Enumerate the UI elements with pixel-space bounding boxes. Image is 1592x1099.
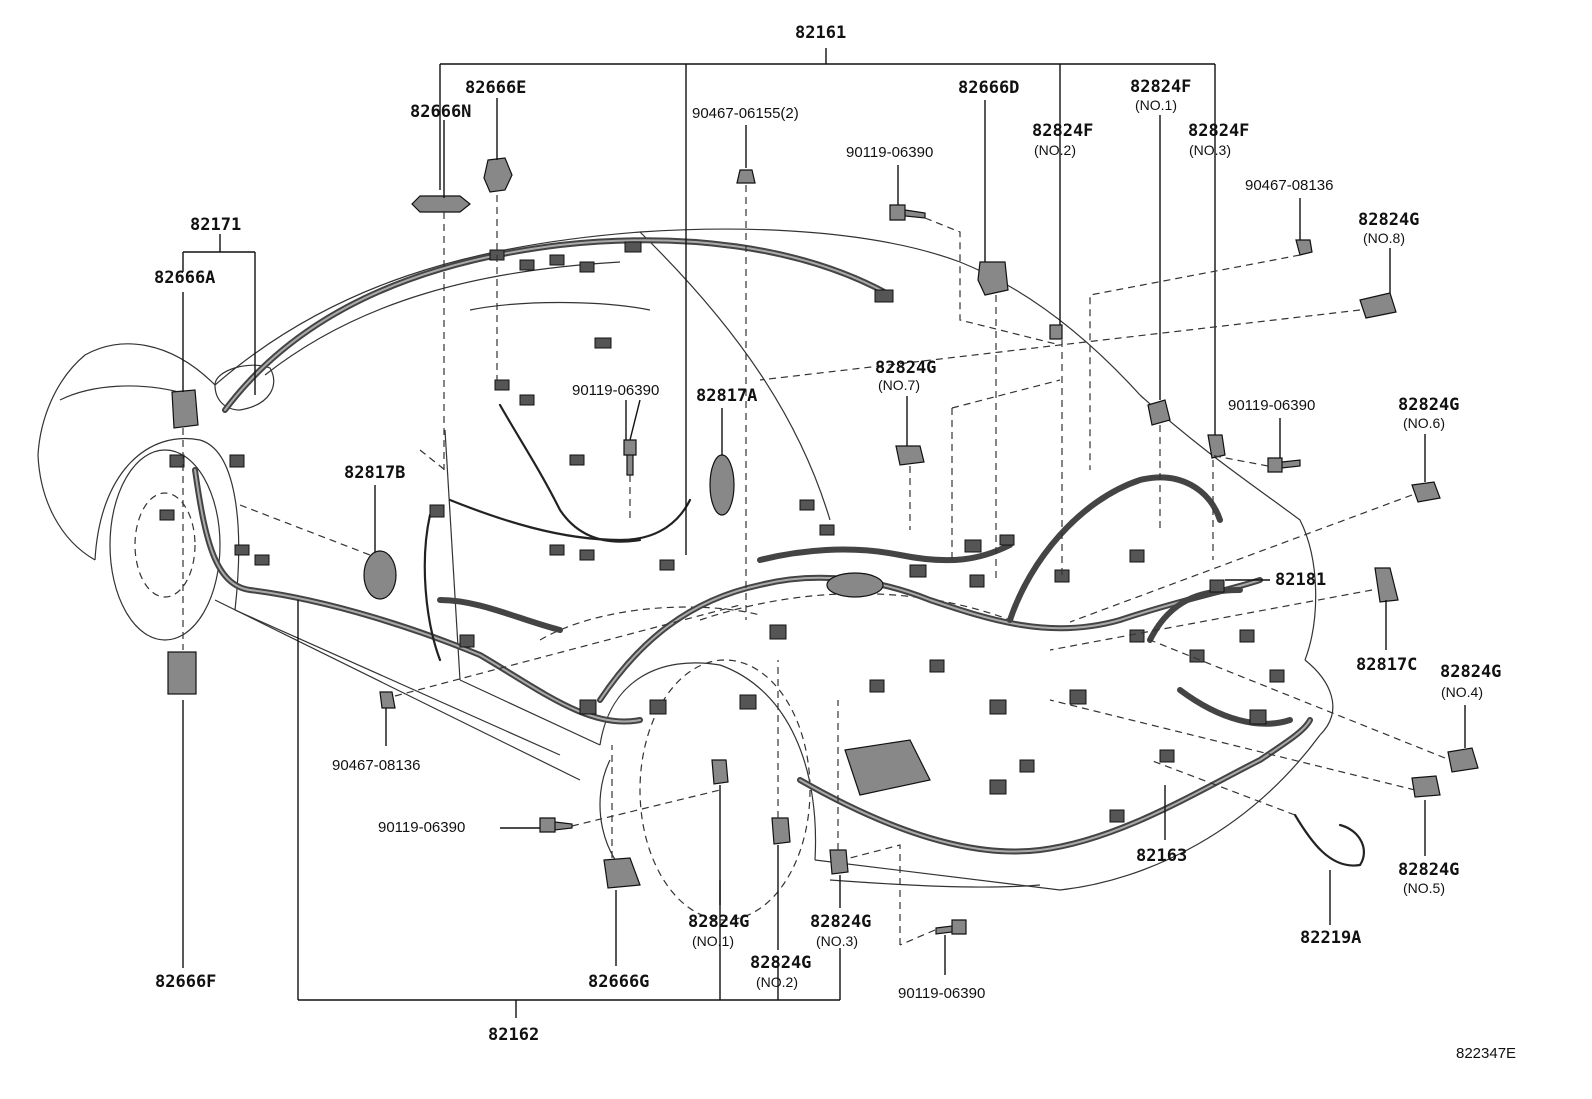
clamp-82824F-no3 — [1207, 434, 1226, 459]
label-82824G-no2-sub: (NO.2) — [756, 974, 798, 990]
clamp-82824F-no1 — [1147, 399, 1171, 426]
clip-82817C — [1374, 567, 1399, 603]
label-90467-06155: 90467-06155(2) — [692, 105, 799, 122]
harness-center — [597, 542, 1263, 703]
part-labels: 82161 82666E 82666N 90467-06155(2) 82666… — [154, 23, 1516, 1062]
connectors-cluster — [159, 241, 1285, 823]
figure-reference: 822347E — [1456, 1045, 1516, 1062]
label-90119-06390-mid: 90119-06390 — [572, 382, 659, 399]
relay-block-82666N — [411, 195, 471, 213]
bolt-top — [889, 204, 926, 221]
harness-trunk — [1007, 474, 1293, 727]
harness-floor-left — [192, 467, 643, 725]
relay-82666A — [171, 389, 199, 429]
ecu-box — [844, 739, 931, 796]
label-82824G-no8-sub: (NO.8) — [1363, 230, 1405, 246]
clamp-82824G-no1 — [711, 759, 729, 785]
clamp-82824G-no3 — [829, 849, 849, 875]
clamp-82824G-no8 — [1359, 292, 1397, 319]
car-body-outline — [37, 228, 1334, 921]
label-82824G-no4-sub: (NO.4) — [1441, 684, 1483, 700]
harness-82219A — [1293, 813, 1366, 867]
label-90119-06390-bottom: 90119-06390 — [898, 985, 985, 1002]
label-82824G-no1-sub: (NO.1) — [692, 933, 734, 949]
parts — [167, 157, 1479, 935]
label-82824G-no1: 82824G — [688, 912, 749, 932]
label-82824G-no2: 82824G — [750, 953, 811, 973]
label-82824F-no1: 82824F — [1130, 77, 1191, 97]
label-82824G-no8: 82824G — [1358, 210, 1419, 230]
label-82817C: 82817C — [1356, 655, 1417, 675]
label-82824G-no3: 82824G — [810, 912, 871, 932]
label-82824G-no5: 82824G — [1398, 860, 1459, 880]
label-82824G-no6: 82824G — [1398, 395, 1459, 415]
label-90119-06390-top: 90119-06390 — [846, 144, 933, 161]
label-82219A: 82219A — [1300, 928, 1361, 948]
label-90467-08136-left: 90467-08136 — [332, 757, 420, 774]
bracket-82666G — [603, 857, 641, 889]
label-82824G-no6-sub: (NO.6) — [1403, 415, 1445, 431]
label-82163: 82163 — [1136, 846, 1187, 866]
bolt-mid — [623, 439, 637, 476]
clamp-82824G-no7 — [895, 445, 925, 466]
label-82824F-no1-sub: (NO.1) — [1135, 97, 1177, 113]
relay-82666F — [167, 651, 197, 695]
bracket-82666D — [977, 261, 1009, 296]
bolt-bottom — [935, 919, 967, 935]
label-82162: 82162 — [488, 1025, 539, 1045]
label-82824G-no7-sub: (NO.7) — [878, 377, 920, 393]
assembly-dash-lines — [182, 185, 1446, 946]
clamp-82824G-no2 — [771, 817, 791, 845]
clip-90467-06155 — [736, 169, 756, 184]
leader-lines — [182, 48, 1466, 1018]
label-90119-06390-left: 90119-06390 — [378, 819, 465, 836]
label-82824F-no2-sub: (NO.2) — [1034, 142, 1076, 158]
label-90467-08136-top: 90467-08136 — [1245, 177, 1333, 194]
label-82824G-no7: 82824G — [875, 358, 936, 378]
label-82666A: 82666A — [154, 268, 215, 288]
label-82824G-no5-sub: (NO.5) — [1403, 880, 1445, 896]
clip-90467-08136-top — [1295, 239, 1313, 256]
grommet-82817A — [709, 454, 735, 516]
bolt-left — [539, 817, 573, 833]
clamp-82824G-no4 — [1447, 747, 1479, 773]
label-82666F: 82666F — [155, 972, 216, 992]
clamp-82824F-no2 — [1049, 324, 1063, 340]
label-82161: 82161 — [795, 23, 846, 43]
bracket-82666E — [483, 157, 513, 193]
junction-center — [826, 572, 884, 598]
label-82666G: 82666G — [588, 972, 649, 992]
label-82171: 82171 — [190, 215, 241, 235]
grommet-82817B — [363, 550, 397, 600]
harness-rear-floor — [797, 717, 1313, 855]
clamp-82824G-no5 — [1411, 775, 1441, 798]
label-82181: 82181 — [1275, 570, 1326, 590]
clip-90467-08136-left — [379, 691, 396, 709]
clamp-82824G-no6 — [1411, 481, 1441, 503]
label-82824G-no4: 82824G — [1440, 662, 1501, 682]
label-90119-06390-right: 90119-06390 — [1228, 397, 1315, 414]
bolt-right — [1267, 457, 1301, 473]
harness-roof — [222, 237, 893, 413]
label-82824G-no3-sub: (NO.3) — [816, 933, 858, 949]
label-82666N: 82666N — [410, 102, 471, 122]
label-82824F-no3-sub: (NO.3) — [1189, 142, 1231, 158]
label-82666E: 82666E — [465, 78, 526, 98]
label-82824F-no3: 82824F — [1188, 121, 1249, 141]
harness-door-left — [423, 403, 692, 662]
label-82817B: 82817B — [344, 463, 405, 483]
label-82817A: 82817A — [696, 386, 757, 406]
label-82666D: 82666D — [958, 78, 1019, 98]
label-82824F-no2: 82824F — [1032, 121, 1093, 141]
